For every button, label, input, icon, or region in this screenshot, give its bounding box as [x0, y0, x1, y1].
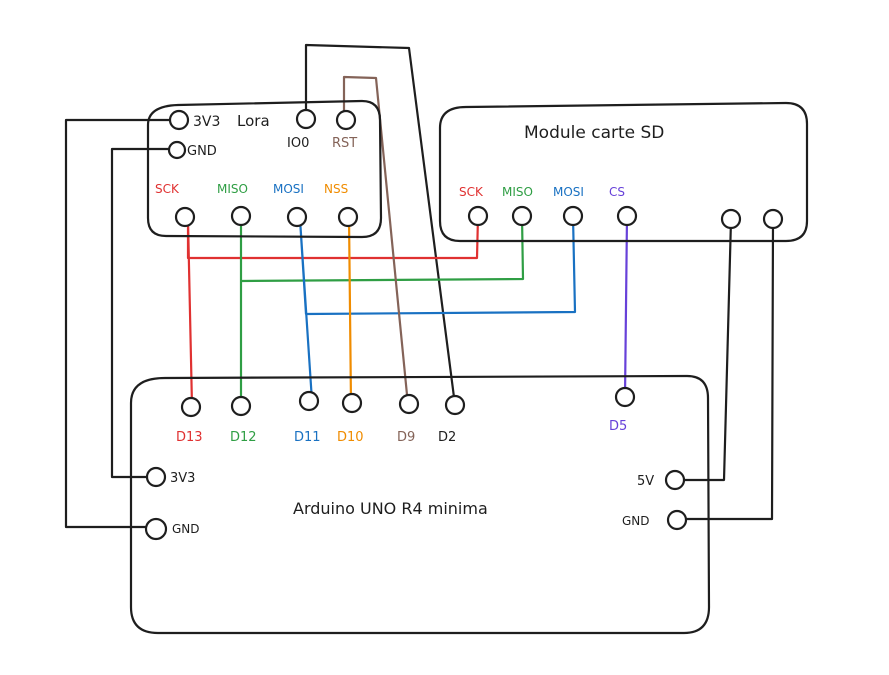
wire-mosi	[298, 214, 577, 403]
arduino-pin-d12	[230, 395, 252, 417]
wire-lora-gnd-to-arduino-gnd	[110, 147, 173, 479]
arduino-board-box	[129, 374, 711, 635]
lora-pin-mosi-label: MOSI	[273, 182, 304, 196]
arduino-pin-d5	[614, 386, 636, 408]
lora-pin-rst-label: RST	[332, 136, 357, 151]
arduino-pin-d10	[341, 392, 363, 414]
arduino-pin-d2	[444, 394, 466, 416]
sd-pin-cs	[616, 205, 638, 227]
sd-pin-cs-label: CS	[609, 185, 625, 199]
arduino-pin-3v3-label: 3V3	[170, 471, 195, 486]
arduino-pin-5v-label: 5V	[637, 474, 654, 489]
wire-cs	[623, 214, 629, 399]
sd-pin-miso-label: MISO	[502, 185, 533, 199]
arduino-pin-gnd	[144, 517, 168, 541]
sd-pin-gnd	[762, 208, 784, 230]
lora-pin-gnd	[167, 140, 187, 160]
arduino-pin-gnd-right-label: GND	[622, 514, 650, 528]
arduino-pin-d9-label: D9	[397, 430, 415, 445]
wire-lora-3v3-to-arduino-3v3	[64, 118, 174, 529]
arduino-pin-gnd-label: GND	[172, 522, 200, 536]
arduino-pin-d13-label: D13	[176, 430, 203, 445]
lora-pin-gnd-label: GND	[187, 144, 217, 159]
arduino-pin-d13	[180, 396, 202, 418]
arduino-pin-d5-label: D5	[609, 419, 627, 434]
lora-pin-io0-label: IO0	[287, 136, 309, 151]
lora-pin-3v3-label: 3V3	[193, 114, 220, 130]
wire-rst	[342, 75, 410, 407]
lora-pin-mosi	[286, 206, 308, 228]
arduino-pin-5v	[664, 469, 686, 491]
arduino-pin-gnd-right	[666, 509, 688, 531]
arduino-pin-3v3	[145, 466, 167, 488]
wire-nss	[347, 214, 353, 406]
lora-pin-sck-label: SCK	[155, 182, 180, 196]
lora-title: Lora	[237, 112, 270, 130]
lora-pin-miso-label: MISO	[217, 182, 248, 196]
arduino-pin-d11-label: D11	[294, 430, 321, 445]
arduino-pin-d12-label: D12	[230, 430, 257, 445]
arduino-title: Arduino UNO R4 minima	[293, 499, 488, 518]
arduino-pin-d2-label: D2	[438, 430, 456, 445]
sd-title: Module carte SD	[524, 123, 664, 143]
lora-module-box	[146, 99, 383, 239]
lora-pin-3v3	[168, 109, 190, 131]
wire-sck	[186, 214, 480, 408]
lora-pin-nss-label: NSS	[324, 182, 348, 196]
arduino-pin-d9	[398, 393, 420, 415]
sd-pin-miso	[511, 205, 533, 227]
sd-module-box	[438, 101, 809, 243]
lora-pin-sck	[174, 206, 196, 228]
lora-pin-miso	[230, 205, 252, 227]
arduino-pin-d11	[298, 390, 320, 412]
lora-pin-io0	[295, 108, 317, 130]
arduino-pin-d10-label: D10	[337, 430, 364, 445]
sd-pin-vcc	[720, 208, 742, 230]
sd-pin-sck	[467, 205, 489, 227]
wire-io0-to-d2	[304, 43, 457, 407]
sd-pin-mosi-label: MOSI	[553, 185, 584, 199]
lora-pin-nss	[337, 206, 359, 228]
wire-sd-vcc-to-5v	[674, 218, 733, 482]
sd-pin-sck-label: SCK	[459, 185, 484, 199]
sd-pin-mosi	[562, 205, 584, 227]
lora-pin-rst	[335, 109, 357, 131]
wire-miso	[239, 214, 525, 408]
